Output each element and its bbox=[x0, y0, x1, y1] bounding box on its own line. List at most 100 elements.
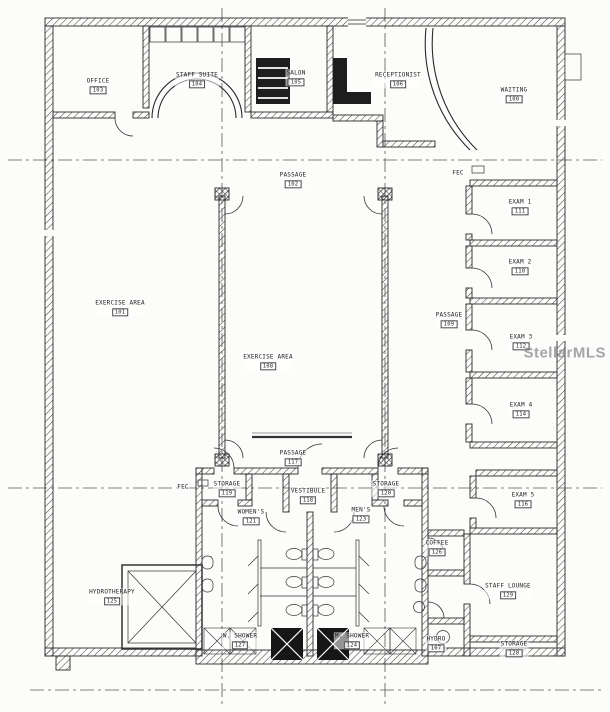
room-label-passage-top: PASSAGE 102 bbox=[278, 171, 308, 189]
room-number: 124 bbox=[343, 640, 361, 650]
room-name: STORAGE bbox=[372, 480, 400, 488]
fec-cabinet bbox=[471, 165, 485, 174]
room-number: 107 bbox=[427, 643, 445, 653]
room-name: PASSAGE bbox=[279, 449, 307, 457]
room-number: 121 bbox=[242, 516, 260, 526]
room-name: STORAGE bbox=[500, 640, 528, 648]
stair-block bbox=[256, 58, 290, 104]
room-label-exam1: EXAM 1 111 bbox=[507, 198, 533, 216]
room-name: HYDRO bbox=[426, 635, 446, 643]
room-name: EXAM 3 bbox=[509, 333, 533, 341]
room-label-vestibule: VESTIBULE 118 bbox=[289, 487, 327, 505]
room-label-salon: SALON 105 bbox=[285, 69, 307, 87]
room-name: EXERCISE AREA bbox=[95, 299, 145, 307]
room-number: 109 bbox=[440, 319, 458, 329]
room-number: 114 bbox=[512, 409, 530, 419]
room-label-exam2: EXAM 2 110 bbox=[507, 258, 533, 276]
room-name: W. SHOWER bbox=[222, 632, 258, 640]
wall-openings bbox=[44, 17, 566, 341]
curved-walls bbox=[151, 27, 478, 151]
room-name: VESTIBULE bbox=[290, 487, 326, 495]
room-label-receptionist: RECEPTIONIST 106 bbox=[374, 71, 422, 89]
grid-centerlines bbox=[8, 8, 602, 706]
room-name: MEN'S bbox=[351, 506, 371, 514]
room-name: OFFICE bbox=[86, 77, 110, 85]
room-number: 120 bbox=[377, 488, 395, 498]
room-label-passage-exam: PASSAGE 109 bbox=[434, 311, 464, 329]
room-name: EXERCISE AREA bbox=[243, 353, 293, 361]
room-name: EXAM 5 bbox=[511, 491, 535, 499]
room-name: STORAGE bbox=[213, 480, 241, 488]
room-name: EXAM 4 bbox=[509, 401, 533, 409]
room-name: COFFEE bbox=[425, 539, 449, 547]
room-number: 129 bbox=[499, 590, 517, 600]
room-number: 102 bbox=[284, 179, 302, 189]
room-number: 110 bbox=[511, 266, 529, 276]
room-label-staff-suite: STAFF SUITE 104 bbox=[175, 71, 219, 89]
room-label-exam5: EXAM 5 116 bbox=[510, 491, 536, 509]
room-number: 105 bbox=[287, 77, 305, 87]
room-label-womens: WOMEN'S 121 bbox=[236, 508, 266, 526]
room-label-w-shower: W. SHOWER 127 bbox=[221, 632, 259, 650]
fountain-fixture bbox=[413, 601, 425, 613]
room-number: 100 bbox=[505, 94, 523, 104]
room-name: STAFF SUITE bbox=[176, 71, 218, 79]
room-number: 126 bbox=[428, 547, 446, 557]
room-label-passage-lower: PASSAGE 117 bbox=[278, 449, 308, 467]
annotation-text: FEC bbox=[452, 169, 464, 177]
room-name: RECEPTIONIST bbox=[375, 71, 421, 79]
room-name: SALON bbox=[286, 69, 306, 77]
room-number: 127 bbox=[231, 640, 249, 650]
room-number: 101 bbox=[111, 307, 129, 317]
structural-columns bbox=[214, 187, 393, 467]
watermark: StellarMLS bbox=[523, 344, 606, 362]
room-number: 116 bbox=[514, 499, 532, 509]
room-label-storage-w: STORAGE 119 bbox=[212, 480, 242, 498]
room-name: EXAM 1 bbox=[508, 198, 532, 206]
dark-fixtures bbox=[256, 58, 371, 661]
room-number: 104 bbox=[188, 79, 206, 89]
room-label-waiting: WAITING 100 bbox=[499, 86, 529, 104]
room-label-exercise-center: EXERCISE AREA 108 bbox=[242, 353, 294, 371]
annotation-fec-top: FEC bbox=[451, 169, 465, 177]
room-label-hydrotherapy: HYDROTHERAPY 125 bbox=[88, 588, 136, 606]
toilet-fixtures bbox=[285, 548, 335, 617]
annotation-fec-lower: FEC bbox=[176, 483, 190, 491]
room-label-hydro: HYDRO 107 bbox=[425, 635, 447, 653]
room-label-staff-lounge: STAFF LOUNGE 129 bbox=[484, 582, 532, 600]
room-label-exam3: EXAM 3 112 bbox=[508, 333, 534, 351]
room-number: 108 bbox=[259, 361, 277, 371]
fec-cabinet bbox=[197, 479, 209, 487]
room-label-office: OFFICE 103 bbox=[85, 77, 111, 95]
room-number: 123 bbox=[352, 514, 370, 524]
annotation-text: FEC bbox=[177, 483, 189, 491]
room-number: 103 bbox=[89, 85, 107, 95]
room-label-storage-br: STORAGE 128 bbox=[499, 640, 529, 658]
room-name: M. SHOWER bbox=[334, 632, 370, 640]
hydro-pool bbox=[121, 564, 203, 650]
room-name: EXAM 2 bbox=[508, 258, 532, 266]
fixtures bbox=[121, 26, 582, 655]
room-name: HYDROTHERAPY bbox=[89, 588, 135, 596]
room-name: STAFF LOUNGE bbox=[485, 582, 531, 590]
room-label-coffee: COFFEE 126 bbox=[424, 539, 450, 557]
room-number: 118 bbox=[299, 495, 317, 505]
room-number: 125 bbox=[103, 596, 121, 606]
room-label-storage-m: STORAGE 120 bbox=[371, 480, 401, 498]
room-number: 111 bbox=[511, 206, 529, 216]
room-label-exam4: EXAM 4 114 bbox=[508, 401, 534, 419]
room-number: 128 bbox=[505, 648, 523, 658]
walls bbox=[44, 17, 566, 671]
room-name: PASSAGE bbox=[279, 171, 307, 179]
room-name: WAITING bbox=[500, 86, 528, 94]
room-number: 117 bbox=[284, 457, 302, 467]
entry-door-lines bbox=[348, 19, 366, 25]
sink-fixtures bbox=[201, 555, 427, 593]
room-number: 119 bbox=[218, 488, 236, 498]
room-name: PASSAGE bbox=[435, 311, 463, 319]
room-label-mens: MEN'S 123 bbox=[350, 506, 372, 524]
room-number: 106 bbox=[389, 79, 407, 89]
room-label-exercise-left: EXERCISE AREA 101 bbox=[94, 299, 146, 317]
